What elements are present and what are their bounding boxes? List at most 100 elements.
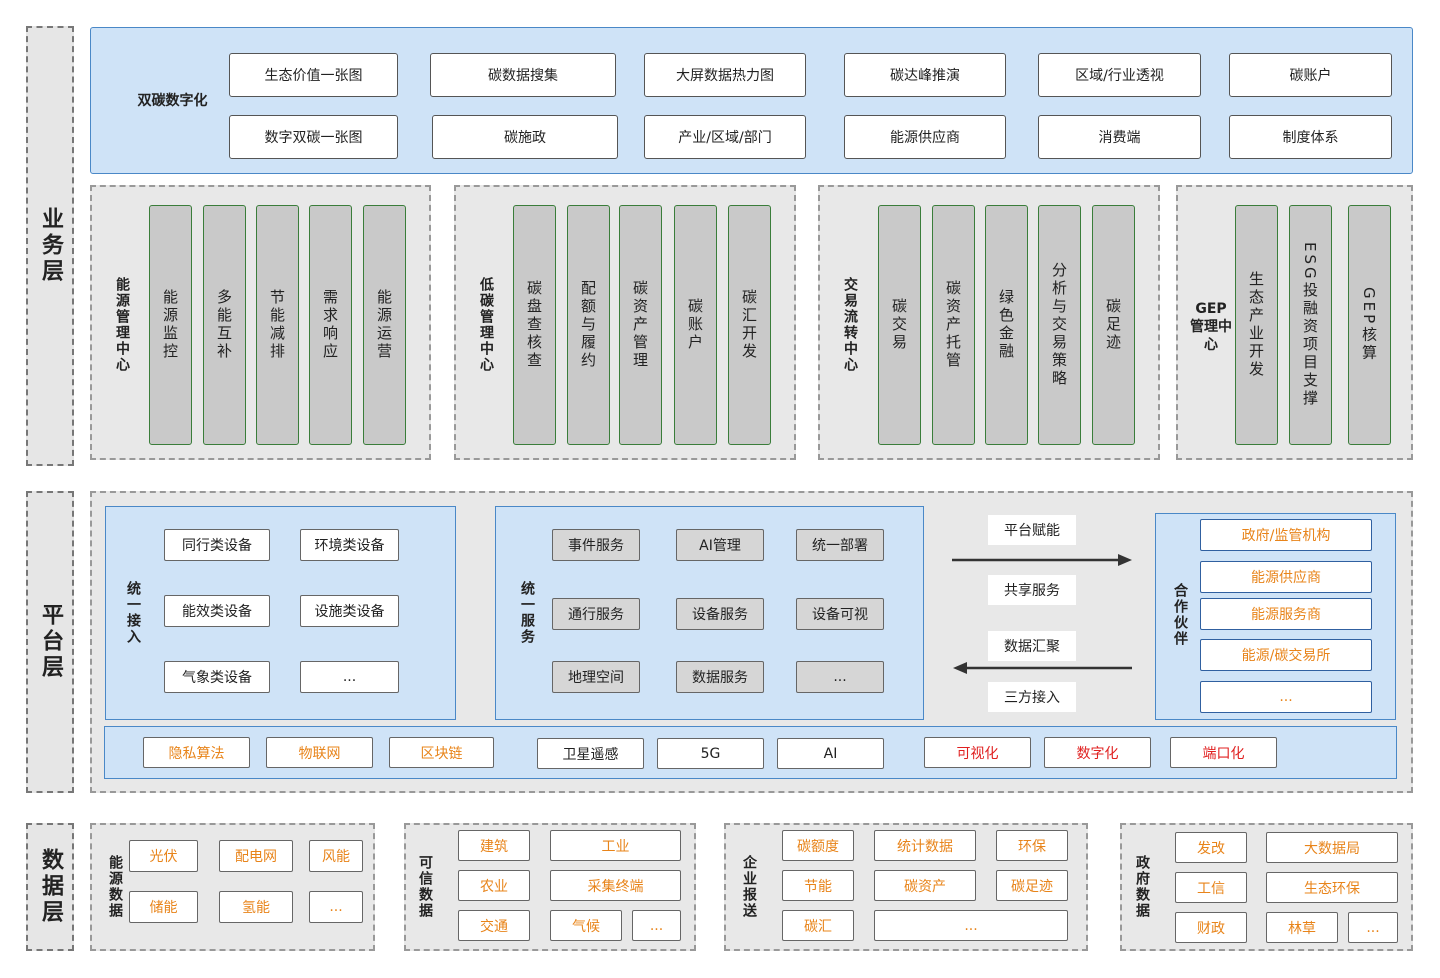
digital-item: 生态价值一张图 <box>229 53 398 97</box>
partner-title: 合作伙伴 <box>1172 583 1188 647</box>
partner-item: 能源供应商 <box>1200 561 1372 593</box>
data-item: 统计数据 <box>874 830 976 861</box>
data-item: ... <box>309 891 363 923</box>
digital-item: 碳账户 <box>1229 53 1392 97</box>
tech-item: 隐私算法 <box>143 737 250 768</box>
data-item: 建筑 <box>458 830 530 861</box>
data-item: 气候 <box>550 910 622 941</box>
tech-item: 5G <box>657 738 764 769</box>
center-item: 需求响应 <box>309 205 352 445</box>
tech-item: 数字化 <box>1044 737 1151 768</box>
access-item: 设施类设备 <box>300 595 399 627</box>
center-item: 节能减排 <box>256 205 299 445</box>
digital-item: 产业/区域/部门 <box>644 115 806 159</box>
center-item: 碳账户 <box>674 205 717 445</box>
tech-item: 区块链 <box>389 737 494 768</box>
center-item: 能源运营 <box>363 205 406 445</box>
data-item: 氢能 <box>219 891 293 923</box>
access-item: 能效类设备 <box>164 595 270 627</box>
center-title: 交易流转中心 <box>842 277 858 373</box>
data-item: 配电网 <box>219 840 293 872</box>
data-item: 碳足迹 <box>996 870 1068 901</box>
service-item: ... <box>796 661 884 693</box>
data-item: 农业 <box>458 870 530 901</box>
digital-item: 碳数据搜集 <box>430 53 616 97</box>
layer-platform: 平台层 <box>26 491 74 793</box>
access-title: 统一接入 <box>125 581 141 645</box>
partner-item: 政府/监管机构 <box>1200 519 1372 551</box>
center-item: ESG投融资项目支撑 <box>1289 205 1332 445</box>
access-item: 气象类设备 <box>164 661 270 693</box>
partner-item: 能源服务商 <box>1200 598 1372 630</box>
tech-item: AI <box>777 738 884 769</box>
access-item: ... <box>300 661 399 693</box>
center-item: 能源监控 <box>149 205 192 445</box>
access-item: 环境类设备 <box>300 529 399 561</box>
service-item: 统一部署 <box>796 529 884 561</box>
energy-data-title: 能源数据 <box>107 855 123 919</box>
partner-item: 能源/碳交易所 <box>1200 639 1372 671</box>
center-item: GEP核算 <box>1348 205 1391 445</box>
service-item: 通行服务 <box>552 598 640 630</box>
center-item: 碳盘查核查 <box>513 205 556 445</box>
digital-item: 制度体系 <box>1229 115 1392 159</box>
flow-label: 三方接入 <box>988 682 1076 712</box>
enterprise-data-title: 企业报送 <box>741 855 757 919</box>
center-item: 碳汇开发 <box>728 205 771 445</box>
service-item: 数据服务 <box>676 661 764 693</box>
data-item: ... <box>874 910 1068 941</box>
center-title: GEP管理中心 <box>1190 301 1232 353</box>
center-item: 碳足迹 <box>1092 205 1135 445</box>
data-item: 林草 <box>1266 912 1338 943</box>
data-item: 工信 <box>1175 872 1247 903</box>
center-item: 生态产业开发 <box>1235 205 1278 445</box>
service-title: 统一服务 <box>519 581 535 645</box>
tech-item: 卫星遥感 <box>537 738 644 769</box>
flow-label: 数据汇聚 <box>988 631 1076 661</box>
layer-data: 数据层 <box>26 823 74 951</box>
data-item: 储能 <box>129 891 198 923</box>
digital-item: 碳施政 <box>432 115 618 159</box>
data-item: ... <box>1348 912 1398 943</box>
data-item: 发改 <box>1175 832 1247 863</box>
data-item: 大数据局 <box>1266 832 1398 863</box>
gov-data-title: 政府数据 <box>1134 855 1150 919</box>
access-item: 同行类设备 <box>164 529 270 561</box>
arrow-left-icon <box>953 662 1132 674</box>
data-item: 交通 <box>458 910 530 941</box>
data-item: 生态环保 <box>1266 872 1398 903</box>
data-item: 碳汇 <box>782 910 854 941</box>
digital-title: 双碳数字化 <box>137 93 208 109</box>
access-panel <box>105 506 456 720</box>
partner-item: ... <box>1200 681 1372 713</box>
center-item: 绿色金融 <box>985 205 1028 445</box>
center-item: 分析与交易策略 <box>1038 205 1081 445</box>
center-title: 能源管理中心 <box>114 277 130 373</box>
center-item: 碳资产管理 <box>619 205 662 445</box>
digital-item: 区域/行业透视 <box>1038 53 1201 97</box>
data-item: ... <box>632 910 681 941</box>
service-item: 设备服务 <box>676 598 764 630</box>
flow-label: 平台赋能 <box>988 515 1076 545</box>
data-item: 节能 <box>782 870 854 901</box>
center-title: 低碳管理中心 <box>478 277 494 373</box>
service-item: 事件服务 <box>552 529 640 561</box>
flow-label: 共享服务 <box>988 575 1076 605</box>
tech-item: 端口化 <box>1170 737 1277 768</box>
digital-item: 能源供应商 <box>844 115 1006 159</box>
center-item: 碳交易 <box>878 205 921 445</box>
center-item: 碳资产托管 <box>932 205 975 445</box>
data-item: 环保 <box>996 830 1068 861</box>
data-item: 风能 <box>309 840 363 872</box>
digital-item: 碳达峰推演 <box>844 53 1006 97</box>
layer-business: 业务层 <box>26 26 74 466</box>
tech-item: 物联网 <box>266 737 373 768</box>
data-item: 采集终端 <box>550 870 681 901</box>
center-item: 配额与履约 <box>567 205 610 445</box>
digital-item: 大屏数据热力图 <box>644 53 806 97</box>
center-item: 多能互补 <box>203 205 246 445</box>
data-item: 工业 <box>550 830 681 861</box>
digital-item: 数字双碳一张图 <box>229 115 398 159</box>
data-item: 碳额度 <box>782 830 854 861</box>
data-item: 财政 <box>1175 912 1247 943</box>
